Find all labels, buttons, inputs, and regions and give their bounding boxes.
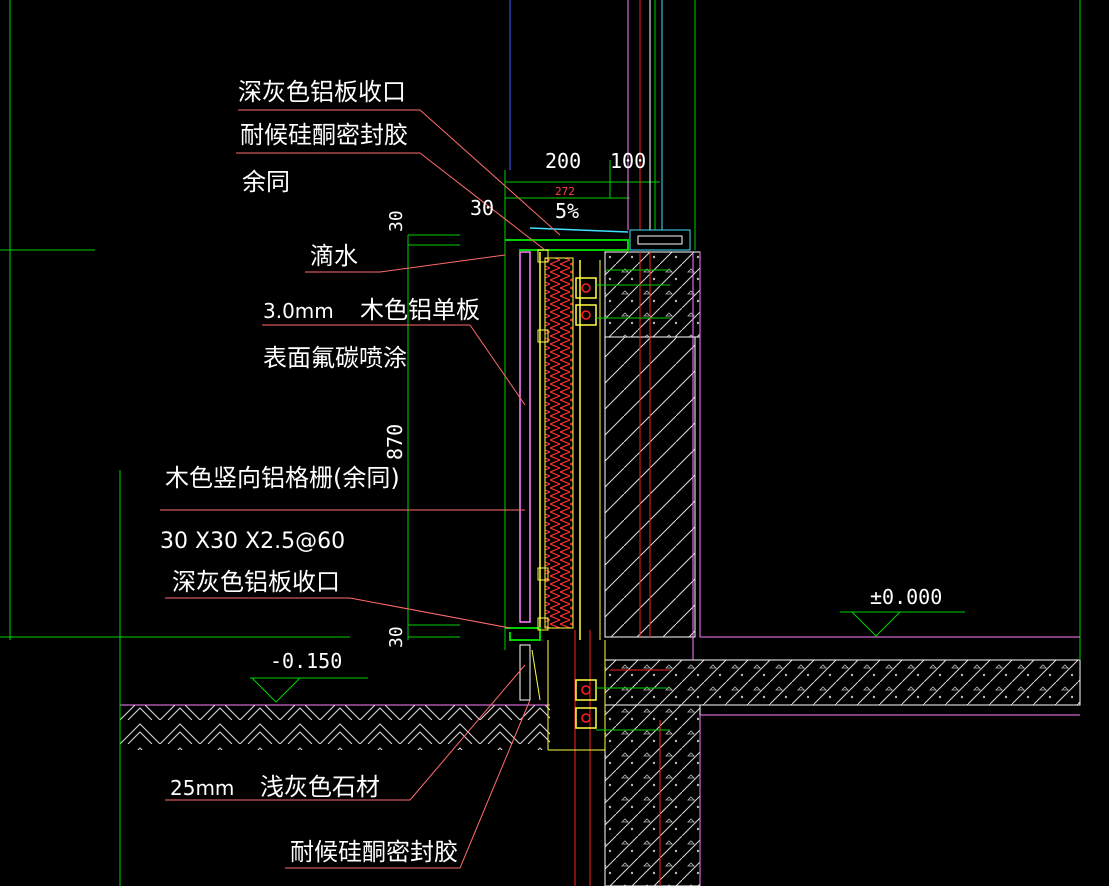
label-stone-type: 浅灰色石材 xyxy=(260,773,380,801)
dim-100: 100 xyxy=(610,149,646,173)
building-outline xyxy=(692,252,1080,886)
label-sealant-top: 耐候硅酮密封胶 xyxy=(240,121,408,149)
dim-30-bottom: 30 xyxy=(386,626,407,648)
insulation-zigzag xyxy=(544,257,574,629)
label-same-elsewhere: 余同 xyxy=(242,168,290,196)
green-guides xyxy=(0,0,1081,886)
dim-200: 200 xyxy=(545,149,581,173)
aluminum-panel xyxy=(519,251,531,623)
level-floor: ±0.000 xyxy=(870,585,942,609)
dimension-texts: 200 100 272 30 5% 30 870 30 -0.150 ±0.00… xyxy=(270,149,942,673)
level-markers xyxy=(250,611,901,703)
label-panel-finish: 表面氟碳喷涂 xyxy=(263,344,407,372)
label-panel-thickness: 3.0mm xyxy=(263,299,334,323)
label-bottom-trim: 深灰色铝板收口 xyxy=(172,568,340,596)
dim-870: 870 xyxy=(383,424,407,460)
dim-30-left: 30 xyxy=(470,196,494,220)
floor-slab xyxy=(604,659,1081,706)
label-panel-type: 木色铝单板 xyxy=(360,296,480,324)
label-top-trim: 深灰色铝板收口 xyxy=(238,78,406,106)
window-frame-lines xyxy=(509,0,691,251)
leader-lines xyxy=(160,109,561,869)
level-ground: -0.150 xyxy=(270,649,342,673)
lower-wall xyxy=(604,704,701,886)
red-lines xyxy=(574,252,670,886)
dim-slope: 5% xyxy=(555,199,579,223)
upper-beam xyxy=(604,251,701,338)
dim-272: 272 xyxy=(555,185,575,198)
label-stone-thickness: 25mm xyxy=(170,776,234,800)
annotations: 深灰色铝板收口 耐候硅酮密封胶 余同 滴水 3.0mm 木色铝单板 表面氟碳喷涂… xyxy=(160,78,480,866)
label-drip: 滴水 xyxy=(310,242,358,270)
earth-hatch xyxy=(120,705,550,750)
dim-30-top: 30 xyxy=(386,210,407,232)
label-grille-spec: 30 X30 X2.5@60 xyxy=(160,529,345,554)
label-sealant-bottom: 耐候硅酮密封胶 xyxy=(290,838,458,866)
panel-assembly xyxy=(505,227,670,751)
label-grille: 木色竖向铝格栅(余同) xyxy=(165,464,400,492)
